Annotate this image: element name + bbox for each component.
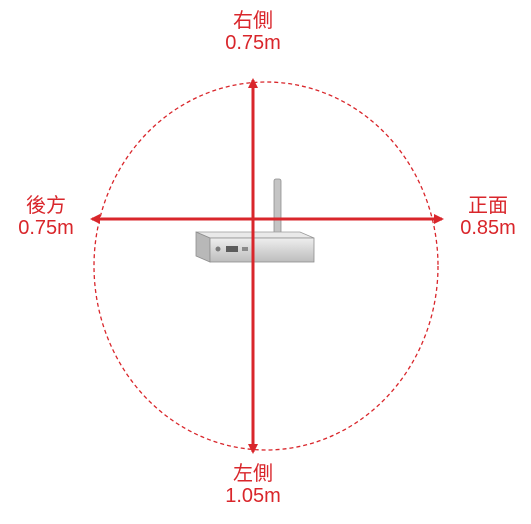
router-led-icon: [215, 246, 221, 252]
router-top-face: [195, 231, 315, 239]
label-bottom: 左側 1.05m: [205, 463, 301, 507]
label-top-name: 右側: [233, 10, 273, 32]
antenna-icon: [273, 178, 282, 238]
router-port-icon: [242, 247, 248, 251]
label-top-distance: 0.75m: [225, 32, 281, 54]
label-top: 右側 0.75m: [205, 10, 301, 54]
coverage-boundary: [93, 81, 439, 451]
router-port-icon: [226, 246, 238, 252]
label-left-distance: 0.75m: [18, 217, 74, 239]
label-right: 正面 0.85m: [445, 195, 531, 239]
label-left-name: 後方: [26, 195, 66, 217]
label-bottom-distance: 1.05m: [225, 485, 281, 507]
router-front-face: [209, 237, 315, 263]
label-left: 後方 0.75m: [0, 195, 92, 239]
router-icon: [195, 178, 315, 263]
label-right-distance: 0.85m: [460, 217, 516, 239]
label-bottom-name: 左側: [233, 463, 273, 485]
label-right-name: 正面: [468, 195, 508, 217]
